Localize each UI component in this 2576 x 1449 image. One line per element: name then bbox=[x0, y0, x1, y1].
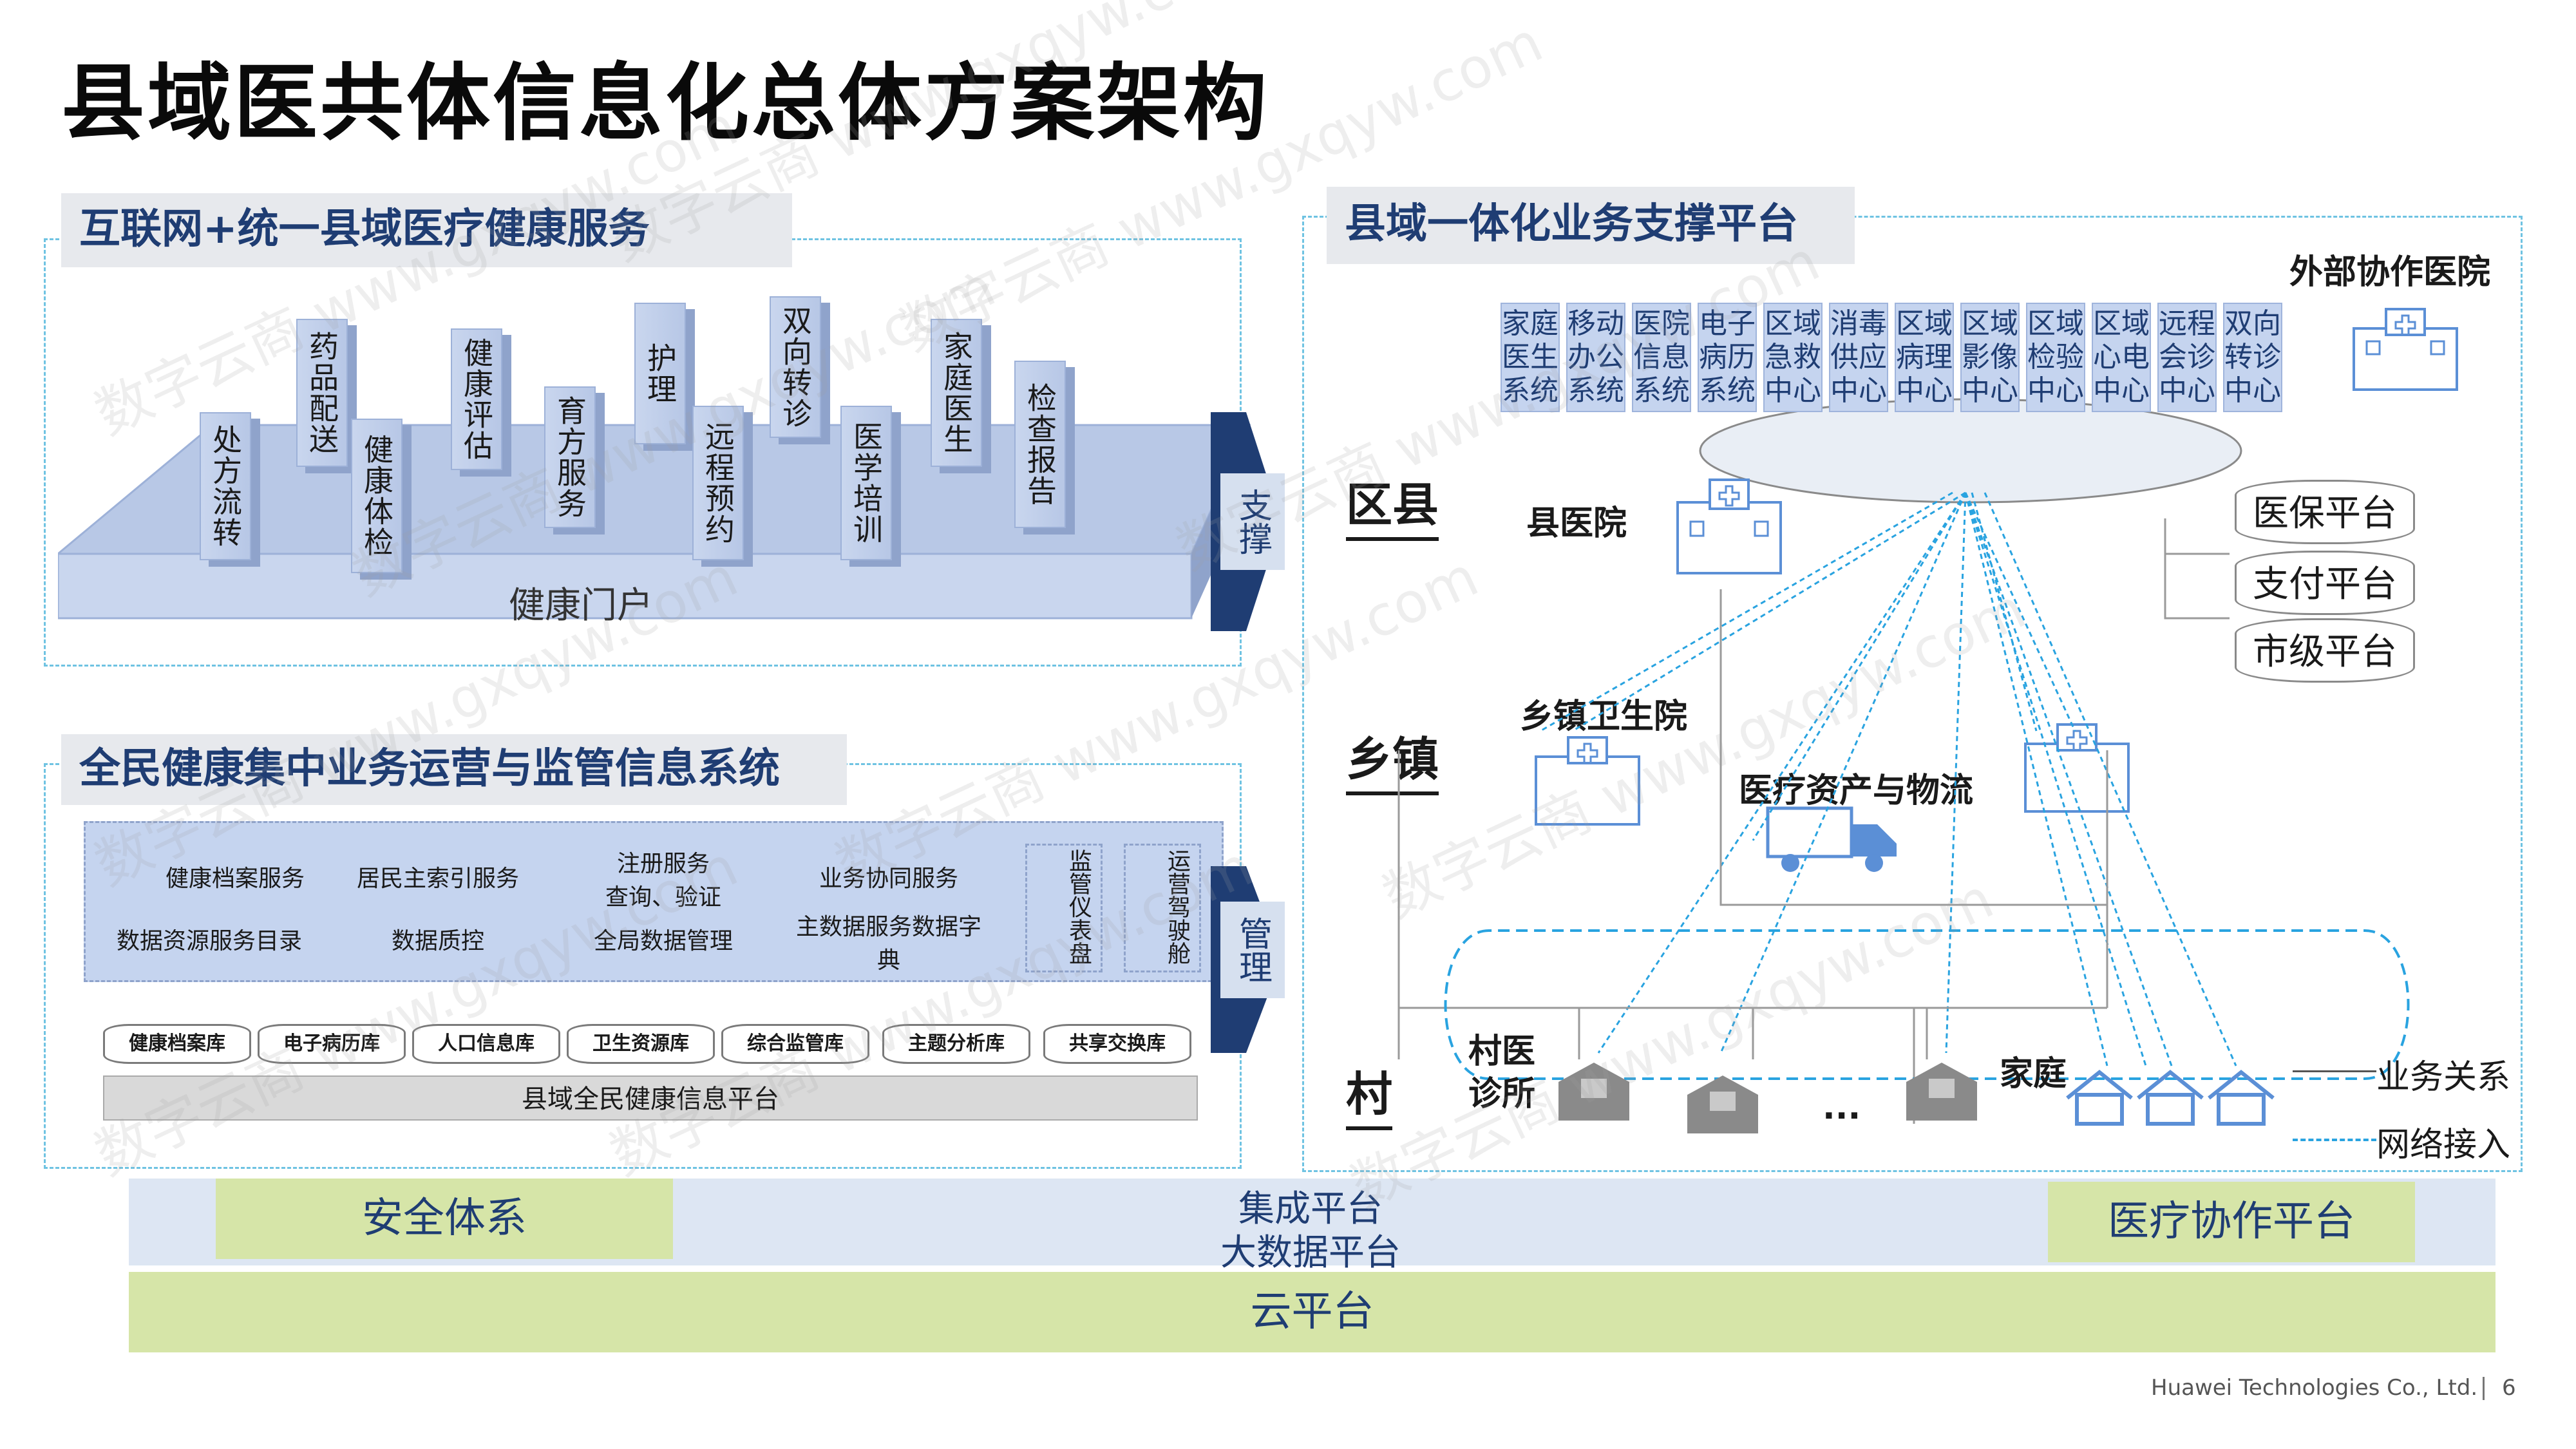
external-hospital-label: 外部协作医院 bbox=[2289, 253, 2491, 292]
support-platform-header: 县域一体化业务支撑平台 bbox=[1327, 187, 1855, 264]
pillar-prescription: 处方流转 bbox=[200, 412, 251, 560]
clinic-icon-1 bbox=[1558, 1063, 1629, 1121]
level-village: 村 bbox=[1346, 1056, 1393, 1130]
service-health-record: 健康档案服务 bbox=[165, 866, 305, 892]
home-icon-1 bbox=[2066, 1070, 2133, 1126]
legend-business-label: 业务关系 bbox=[2376, 1058, 2511, 1097]
dashboard-operations-label: 运营驾驶舱 bbox=[1164, 849, 1190, 965]
sys-pathology: 区域病理中心 bbox=[1895, 303, 1954, 412]
db-emr: 电子病历库 bbox=[258, 1024, 406, 1064]
pillar-drug-delivery: 药品配送 bbox=[296, 319, 348, 467]
level-county: 区县 bbox=[1346, 467, 1439, 541]
pillar-exam-report: 检查报告 bbox=[1014, 361, 1066, 528]
db-supervision: 综合监管库 bbox=[721, 1024, 869, 1064]
village-clinic-label: 村医 诊所 bbox=[1468, 1032, 1536, 1113]
township-hospital-icon bbox=[1535, 736, 1640, 826]
operations-header: 全民健康集中业务运营与监管信息系统 bbox=[61, 734, 847, 805]
service-master-data-dict: 主数据服务数据字典 bbox=[795, 914, 981, 974]
dashboard-regulatory bbox=[1025, 844, 1103, 972]
service-global-data: 全局数据管理 bbox=[593, 928, 733, 954]
db-topic-analysis: 主题分析库 bbox=[882, 1024, 1030, 1064]
service-data-catalog: 数据资源服务目录 bbox=[116, 928, 302, 954]
internet-services-header: 互联网+统一县域医疗健康服务 bbox=[61, 193, 792, 267]
support-label: 支撑 bbox=[1220, 473, 1285, 570]
dashboard-regulatory-label: 监管仪表盘 bbox=[1065, 849, 1092, 965]
city-platform: 市级平台 bbox=[2235, 618, 2415, 683]
external-hospital-icon bbox=[2353, 308, 2458, 391]
sys-emr: 电子病历系统 bbox=[1698, 303, 1757, 412]
services-box bbox=[84, 821, 1224, 982]
portal-label: 健康门户 bbox=[509, 585, 653, 627]
pillar-health-assessment: 健康评估 bbox=[451, 328, 502, 470]
sys-ecg: 区域心电中心 bbox=[2092, 303, 2151, 412]
payment-platform: 支付平台 bbox=[2235, 551, 2415, 615]
pillar-medical-training: 医学培训 bbox=[840, 406, 892, 560]
legend-network-label: 网络接入 bbox=[2376, 1126, 2511, 1164]
sys-disinfection: 消毒供应中心 bbox=[1829, 303, 1888, 412]
home-icon-2 bbox=[2137, 1070, 2204, 1126]
home-icon-3 bbox=[2208, 1070, 2275, 1126]
service-master-index: 居民主索引服务 bbox=[356, 866, 519, 892]
db-shared-exchange: 共享交换库 bbox=[1043, 1024, 1191, 1064]
footer-page: 6 bbox=[2502, 1375, 2516, 1401]
support-platform-panel bbox=[1302, 216, 2523, 1172]
footer-divider bbox=[2483, 1377, 2485, 1400]
pillar-health-checkup: 健康体检 bbox=[351, 419, 402, 573]
clinic-icon-3 bbox=[1906, 1063, 1977, 1121]
service-registration: 注册服务 查询、验证 bbox=[605, 851, 721, 911]
home-label: 家庭 bbox=[2000, 1055, 2067, 1094]
bigdata-platform: 大数据平台 bbox=[1220, 1232, 1401, 1274]
security-system: 安全体系 bbox=[216, 1179, 673, 1259]
dashboard-operations bbox=[1124, 844, 1201, 972]
page-title: 县域医共体信息化总体方案架构 bbox=[61, 54, 1270, 152]
township-hospital-label: 乡镇卫生院 bbox=[1520, 697, 1688, 736]
sys-hospital-info: 医院信息系统 bbox=[1632, 303, 1691, 412]
sys-emergency: 区域急救中心 bbox=[1763, 303, 1823, 412]
medical-collab-platform: 医疗协作平台 bbox=[2048, 1182, 2415, 1262]
db-population: 人口信息库 bbox=[412, 1024, 560, 1064]
county-hospital-icon bbox=[1676, 478, 1782, 574]
integration-platform: 集成平台 bbox=[1238, 1188, 1383, 1230]
clinic-icon-2 bbox=[1687, 1075, 1758, 1133]
pillar-family-doctor: 家庭医生 bbox=[931, 319, 982, 467]
legend-network-line bbox=[2293, 1139, 2376, 1141]
service-collaboration: 业务协同服务 bbox=[819, 866, 958, 892]
legend-business-line bbox=[2293, 1070, 2376, 1072]
service-data-quality: 数据质控 bbox=[391, 928, 484, 954]
logistics-label: 医疗资产与物流 bbox=[1739, 772, 1974, 810]
pillar-two-way-referral: 双向转诊 bbox=[770, 296, 821, 438]
sys-imaging: 区域影像中心 bbox=[1960, 303, 2020, 412]
connection-lines bbox=[1397, 491, 2410, 1124]
sys-two-way-referral: 双向转诊中心 bbox=[2223, 303, 2282, 412]
sys-remote-consult: 远程会诊中心 bbox=[2157, 303, 2217, 412]
county-health-platform: 县域全民健康信息平台 bbox=[103, 1075, 1198, 1121]
medical-insurance-platform: 医保平台 bbox=[2235, 480, 2415, 544]
sys-family-doctor: 家庭医生系统 bbox=[1501, 303, 1560, 412]
db-health-resource: 卫生资源库 bbox=[567, 1024, 715, 1064]
county-hospital-label: 县医院 bbox=[1526, 504, 1627, 543]
pillar-care-service: 育方服务 bbox=[544, 386, 596, 528]
cloud-platform: 云平台 bbox=[129, 1272, 2496, 1352]
pillar-remote-booking: 远程预约 bbox=[692, 406, 744, 560]
db-health-archive: 健康档案库 bbox=[103, 1024, 251, 1064]
footer-company: Huawei Technologies Co., Ltd. bbox=[2151, 1375, 2478, 1401]
clinic-ellipsis: ... bbox=[1823, 1088, 1861, 1127]
sys-mobile-office: 移动办公系统 bbox=[1566, 303, 1625, 412]
manage-label: 管理 bbox=[1220, 902, 1285, 998]
sys-lab: 区域检验中心 bbox=[2026, 303, 2085, 412]
level-township: 乡镇 bbox=[1346, 721, 1439, 795]
pillar-nursing: 护理 bbox=[634, 303, 686, 444]
